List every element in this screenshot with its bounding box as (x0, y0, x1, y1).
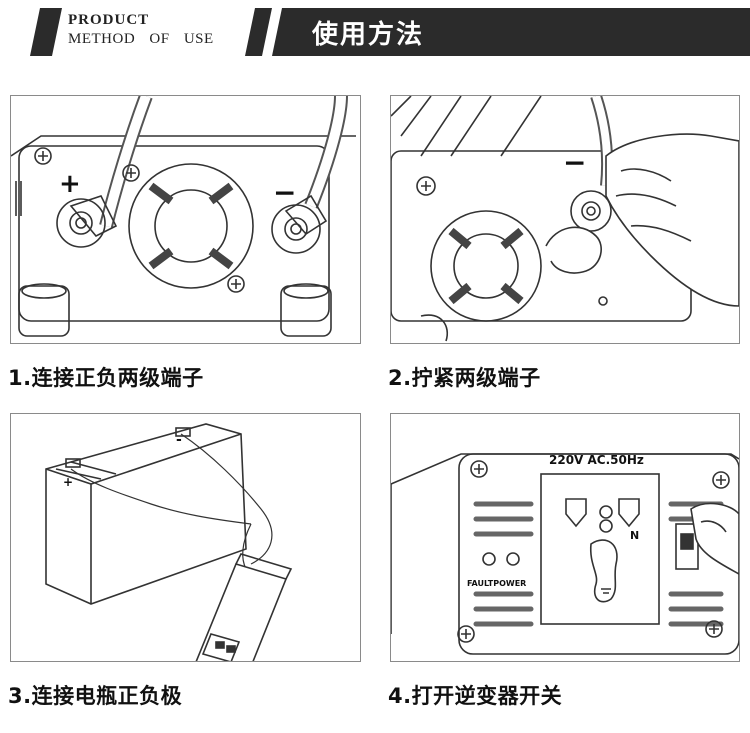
step3-caption: 3.连接电瓶正负极 (8, 680, 182, 710)
step2-caption: 2.拧紧两级端子 (388, 362, 541, 392)
step1-illustration: + − (10, 95, 361, 344)
inverter-terminals-art (11, 96, 360, 343)
step4-caption: 4.打开逆变器开关 (388, 680, 562, 710)
step1-caption: 1.连接正负两级端子 (8, 362, 204, 392)
header-en-line2: METHOD OF USE (68, 31, 214, 48)
header-en-line1: PRODUCT (68, 12, 149, 29)
step2-illustration: − (390, 95, 740, 344)
step3-illustration: + - (10, 413, 361, 662)
step4-illustration: 220V AC.50Hz N FAULTPOWER (390, 413, 740, 662)
tighten-terminals-art (391, 96, 739, 343)
inverter-front-art (391, 414, 739, 661)
header-title: 使用方法 (312, 14, 424, 51)
battery-connection-art (11, 414, 360, 661)
page-header: PRODUCT METHOD OF USE 使用方法 (0, 0, 750, 64)
